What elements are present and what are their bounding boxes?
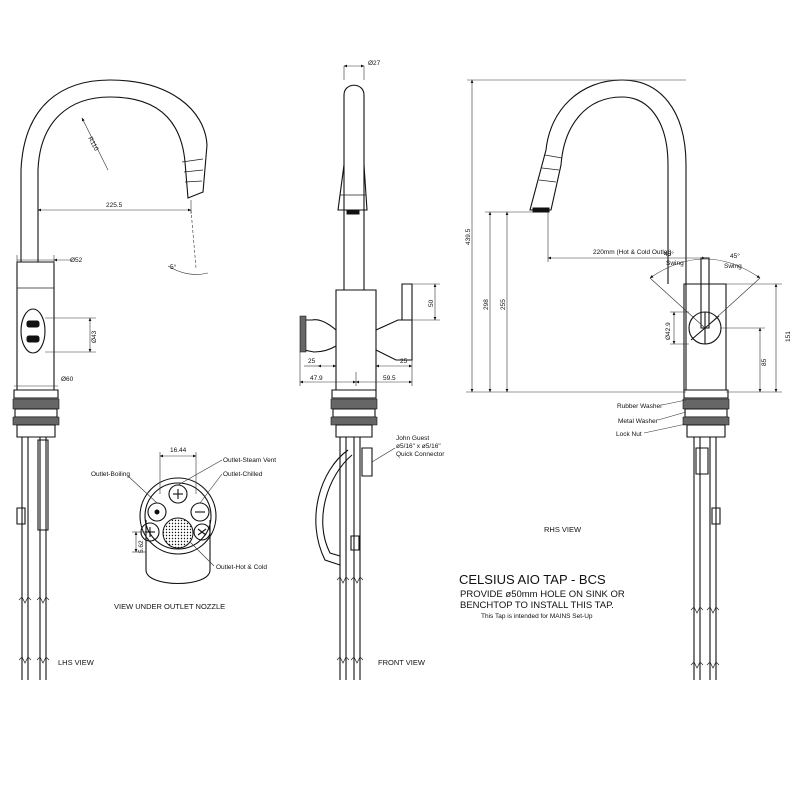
connector-line1: John Guest [396, 435, 429, 442]
lhs-view: R110 225.5 5° Ø52 Ø43 Ø60 LHS VIEW [13, 80, 208, 680]
title-text: CELSIUS AIO TAP - BCS [459, 572, 606, 587]
front-view-label: FRONT VIEW [378, 658, 426, 667]
rhs-total-h-label: 439.5 [465, 228, 472, 245]
front-left-offset-label: 25 [308, 358, 316, 365]
outlet-hot-cold-label: Outlet-Hot & Cold [216, 564, 267, 571]
lhs-control-dia-label: Ø43 [91, 330, 98, 343]
title-line1: PROVIDE ø50mm HOLE ON SINK OR [460, 589, 625, 600]
outlet-chilled-label: Outlet-Chilled [223, 471, 263, 478]
minus-icon [191, 503, 209, 521]
lhs-body-dia-label: Ø52 [70, 257, 83, 264]
lhs-view-label: LHS VIEW [58, 658, 95, 667]
connector-line3: Quick Connector [396, 451, 445, 458]
aerator-grid-icon [163, 518, 193, 548]
rhs-swing-right-angle: 45° [730, 252, 740, 260]
lhs-reach-label: 225.5 [106, 202, 123, 209]
outlet-steam-label: Outlet-Steam Vent [223, 457, 276, 464]
nozzle-view: 16.44 5.62 Outlet-Boiling Outlet-Steam V… [91, 447, 276, 611]
rhs-swing-left: Swing [666, 260, 684, 267]
front-left-width-label: 47.9 [310, 375, 323, 382]
title-block: CELSIUS AIO TAP - BCS PROVIDE ø50mm HOLE… [459, 572, 625, 620]
lhs-radius-label: R110 [86, 136, 99, 153]
title-note: This Tap is intended for MAINS Set-Up [481, 613, 593, 620]
rhs-handle-h-label: 151 [785, 331, 792, 342]
nozzle-offset-label: 5.62 [138, 540, 145, 553]
rhs-reach-label: 220mm (Hot & Cold Outlet) [593, 249, 671, 256]
rhs-swing-right: Swing [724, 263, 742, 270]
rhs-swing-left-angle: 45° [664, 250, 674, 258]
rhs-view-label: RHS VIEW [544, 525, 582, 534]
front-spout-dia-label: Ø27 [368, 60, 381, 67]
nozzle-view-label: VIEW UNDER OUTLET NOZZLE [114, 602, 225, 611]
rubber-washer-label: Rubber Washer [617, 403, 663, 410]
rhs-handle-center-label: 85 [761, 358, 768, 366]
lock-nut-label: Lock Nut [616, 431, 642, 438]
nozzle-width-label: 16.44 [170, 447, 187, 454]
front-view: Ø27 50 25 25 47.9 59.5 John Guest ø5/16"… [299, 60, 445, 680]
rhs-h2-label: 255 [500, 299, 507, 310]
connector-line2: ø5/16" x ø5/16" [396, 443, 441, 450]
lhs-base-dia-label: Ø60 [61, 376, 74, 383]
rhs-view: 220mm (Hot & Cold Outlet) 45° Swing 45° … [465, 80, 792, 680]
rhs-h1-label: 298 [483, 299, 490, 310]
lhs-angle-label: 5° [170, 263, 177, 271]
front-right-width-label: 59.5 [383, 375, 396, 382]
rhs-control-dia-label: Ø42.9 [665, 322, 672, 340]
title-line2: BENCHTOP TO INSTALL THIS TAP. [460, 600, 614, 611]
front-handle-h-label: 50 [428, 299, 435, 307]
metal-washer-label: Metal Washer [618, 418, 659, 425]
plus-icon [169, 485, 187, 503]
outlet-boiling-label: Outlet-Boiling [91, 471, 130, 478]
front-right-offset-label: 25 [400, 358, 408, 365]
